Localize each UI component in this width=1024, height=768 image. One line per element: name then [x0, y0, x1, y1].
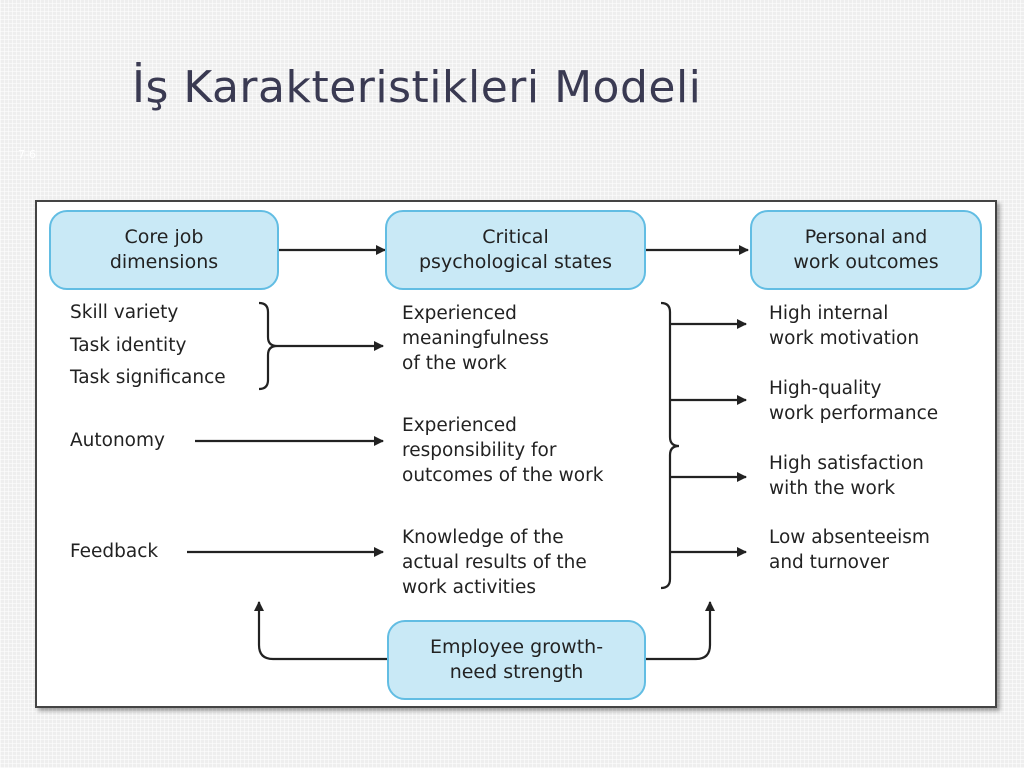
slide-title: İş Karakteristikleri Modeli [132, 62, 702, 113]
moderator-arrow-left [254, 601, 389, 661]
employee-growth-need-strength-box: Employee growth- need strength [387, 620, 646, 700]
knowledge-of-results-label: Knowledge of the actual results of the w… [402, 527, 587, 598]
task-identity-label: Task identity [70, 335, 187, 356]
slide-number: 7-6 [18, 148, 36, 161]
core-job-dimensions-box: Core job dimensions [49, 210, 279, 290]
critical-psychological-states-box: Critical psychological states [385, 210, 646, 290]
skill-variety-label: Skill variety [70, 302, 179, 323]
moderator-arrow-right [646, 601, 715, 661]
experienced-responsibility-label: Experienced responsibility for outcomes … [402, 415, 604, 486]
task-significance-label: Task significance [70, 367, 226, 388]
brace-critical-states [660, 301, 680, 590]
low-absenteeism-label: Low absenteeism and turnover [769, 527, 930, 573]
autonomy-label: Autonomy [70, 430, 165, 451]
high-quality-performance-label: High-quality work performance [769, 378, 939, 424]
experienced-meaningfulness-label: Experienced meaningfulness of the work [402, 303, 549, 374]
feedback-label: Feedback [70, 541, 159, 562]
brace-skill-task [258, 301, 278, 391]
high-internal-motivation-label: High internal work motivation [769, 303, 920, 349]
connector-lines [187, 245, 749, 661]
personal-work-outcomes-box: Personal and work outcomes [750, 210, 982, 290]
job-characteristics-diagram: Core job dimensions Critical psychologic… [35, 200, 997, 708]
high-satisfaction-label: High satisfaction with the work [769, 453, 924, 499]
